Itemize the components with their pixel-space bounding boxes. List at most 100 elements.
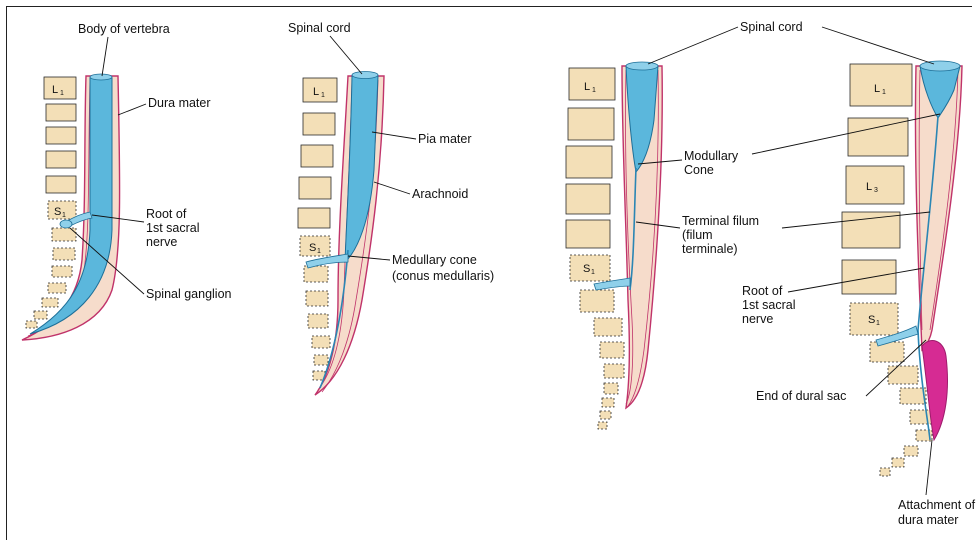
vertebra bbox=[46, 176, 76, 193]
cord-section bbox=[920, 61, 960, 71]
sacral-segment bbox=[888, 366, 918, 384]
coccyx-segment bbox=[904, 446, 918, 456]
vertebra-label: S bbox=[54, 206, 61, 218]
vertebra-label-sub: 1 bbox=[317, 248, 321, 255]
vertebra-label: L bbox=[874, 83, 880, 95]
coccyx-segment bbox=[26, 321, 37, 328]
vertebra bbox=[566, 184, 610, 214]
vertebra bbox=[298, 208, 330, 228]
vertebra bbox=[566, 146, 612, 178]
sacral-segment bbox=[53, 248, 75, 260]
label-root-line2: 1st sacral bbox=[742, 298, 796, 312]
vertebra bbox=[848, 118, 908, 156]
vertebra bbox=[303, 113, 335, 135]
vertebra bbox=[46, 127, 76, 144]
label-modullary-cone-1: Modullary bbox=[684, 149, 739, 163]
vertebra-label-sub: 1 bbox=[592, 87, 596, 94]
label-end-of-dural-sac: End of dural sac bbox=[756, 389, 846, 403]
vertebra-label-sub: 1 bbox=[321, 92, 325, 99]
label-spinal-ganglion: Spinal ganglion bbox=[146, 287, 232, 301]
vertebra-label-sub: 3 bbox=[874, 187, 878, 194]
label-terminal-filum-1: Terminal filum bbox=[682, 214, 759, 228]
label-spinal-cord: Spinal cord bbox=[740, 20, 803, 34]
vertebra-label: L bbox=[313, 86, 319, 98]
label-attachment-2: dura mater bbox=[898, 513, 958, 527]
sacral-segment bbox=[910, 410, 932, 424]
vertebra-label: L bbox=[866, 181, 872, 193]
sacral-segment bbox=[600, 342, 624, 358]
spinal-ganglion bbox=[60, 220, 72, 228]
leader-line bbox=[330, 36, 362, 74]
sacral-segment bbox=[304, 266, 328, 282]
label-medullary-cone-1: Medullary cone bbox=[392, 253, 477, 267]
label-body-of-vertebra: Body of vertebra bbox=[78, 22, 170, 36]
panel-4: L 1 L 3 S 1 bbox=[842, 61, 962, 476]
sacral-segment bbox=[48, 283, 66, 293]
label-root-line1: Root of bbox=[742, 284, 783, 298]
leader-line bbox=[926, 440, 932, 495]
sacral-segment bbox=[312, 336, 330, 348]
label-root-line2: 1st sacral bbox=[146, 221, 200, 235]
coccyx-segment bbox=[602, 398, 614, 407]
vertebra bbox=[566, 220, 610, 248]
sacral-segment bbox=[594, 318, 622, 336]
vertebra-L1 bbox=[569, 68, 615, 100]
cord-section bbox=[626, 62, 658, 70]
sacral-segment bbox=[52, 266, 72, 277]
label-modullary-cone-2: Cone bbox=[684, 163, 714, 177]
leader-line bbox=[374, 182, 410, 194]
label-pia-mater: Pia mater bbox=[418, 132, 472, 146]
coccyx-segment bbox=[314, 355, 328, 365]
label-root-line1: Root of bbox=[146, 207, 187, 221]
label-attachment-1: Attachment of bbox=[898, 498, 976, 512]
vertebra-label-sub: 1 bbox=[591, 269, 595, 276]
sacral-segment bbox=[900, 388, 926, 404]
vertebra-L1 bbox=[303, 78, 337, 102]
vertebra bbox=[568, 108, 614, 140]
leader-line bbox=[102, 37, 108, 76]
panel-1: L 1 S 1 Body of vertebra Dura mater Root… bbox=[22, 22, 232, 340]
vertebra bbox=[299, 177, 331, 199]
coccyx-segment bbox=[880, 468, 890, 476]
panel-2: L 1 S 1 Spinal cord Pia mater Arachnoid … bbox=[288, 21, 494, 395]
leader-line bbox=[752, 114, 940, 154]
vertebra-label-sub: 1 bbox=[876, 320, 880, 327]
coccyx-segment bbox=[604, 383, 618, 394]
coccyx-segment bbox=[892, 458, 904, 467]
label-root-line3: nerve bbox=[146, 235, 177, 249]
coccyx-segment bbox=[42, 298, 58, 307]
vertebra bbox=[46, 104, 76, 121]
label-medullary-cone-2: (conus medullaris) bbox=[392, 269, 494, 283]
vertebra bbox=[46, 151, 76, 168]
coccyx-segment bbox=[600, 411, 611, 419]
vertebra bbox=[842, 260, 896, 294]
sacral-segment bbox=[306, 291, 328, 306]
sacral-segment bbox=[870, 342, 904, 362]
leader-line bbox=[118, 104, 146, 115]
vertebra-L1 bbox=[850, 64, 912, 106]
label-spinal-cord: Spinal cord bbox=[288, 21, 351, 35]
vertebra-label-sub: 1 bbox=[882, 89, 886, 96]
label-terminal-filum-3: terminale) bbox=[682, 242, 738, 256]
vertebra-label: L bbox=[584, 81, 590, 93]
cord-section bbox=[90, 74, 112, 80]
label-terminal-filum-2: (filum bbox=[682, 228, 713, 242]
vertebra bbox=[842, 212, 900, 248]
vertebra-label: S bbox=[309, 242, 316, 254]
sacral-segment bbox=[580, 290, 614, 312]
leader-line bbox=[648, 27, 738, 64]
vertebra-L3 bbox=[846, 166, 904, 204]
vertebra-label: S bbox=[868, 314, 875, 326]
label-root-line3: nerve bbox=[742, 312, 773, 326]
cord-section bbox=[352, 72, 378, 79]
vertebra-label-sub: 1 bbox=[60, 90, 64, 97]
coccyx-segment bbox=[34, 311, 47, 319]
label-dura-mater: Dura mater bbox=[148, 96, 211, 110]
vertebra bbox=[301, 145, 333, 167]
leader-line bbox=[822, 27, 934, 64]
sacral-segment bbox=[604, 364, 624, 378]
vertebra-label: S bbox=[583, 263, 590, 275]
label-arachnoid: Arachnoid bbox=[412, 187, 468, 201]
